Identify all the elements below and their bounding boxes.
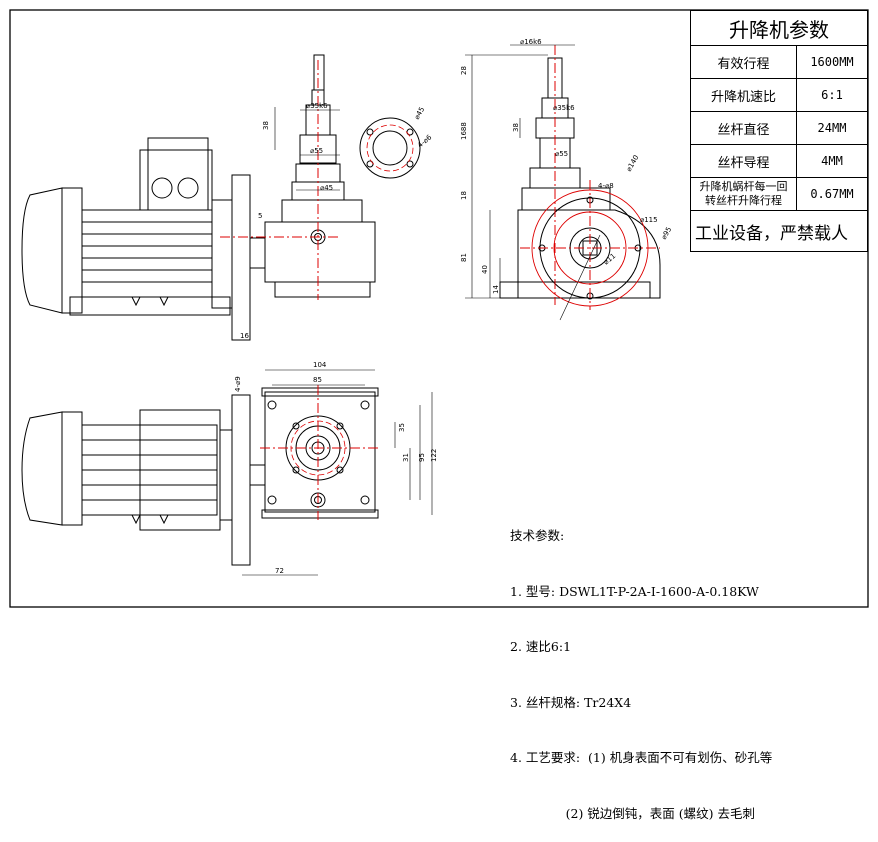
tech-line-process-2: (2) 锐边倒钝，表面 (螺纹) 去毛刺	[510, 805, 756, 821]
dim-h5: 5	[258, 212, 262, 220]
param-label-ratio: 升降机速比	[690, 78, 797, 112]
dim-h38-b: 38	[512, 123, 520, 132]
param-value-stroke: 1600MM	[796, 45, 868, 79]
param-label-lead: 丝杆导程	[690, 144, 797, 178]
dim-h31: 31	[402, 453, 410, 462]
table-title: 升降机参数	[690, 10, 868, 46]
flange-detail	[359, 117, 421, 179]
tech-line-ratio: 2. 速比6:1	[510, 639, 572, 654]
dim-w104: 104	[313, 361, 327, 369]
side-view-dims	[274, 107, 340, 191]
side-view-motor	[21, 54, 376, 341]
dim-flange-holes: 4-⌀6	[416, 133, 434, 150]
dim-d95: ⌀95	[660, 226, 673, 241]
tech-line-process-1: 4. 工艺要求: (1) 机身表面不可有划伤、砂孔等	[510, 750, 773, 765]
safety-note: 工业设备，严禁载人	[690, 210, 868, 252]
dim-h14: 14	[492, 285, 500, 294]
dim-holes9: 4-⌀9	[234, 376, 242, 392]
dim-d55-b: ⌀55	[555, 150, 568, 158]
dim-h28: 28	[460, 66, 468, 75]
front-view-dims	[465, 44, 601, 321]
dim-h122: 122	[430, 449, 438, 462]
param-value-ratio: 6:1	[796, 78, 868, 112]
tech-line-model: 1. 型号: DSWL1T-P-2A-I-1600-A-0.18KW	[510, 583, 759, 599]
dim-flange-d45: ⌀45	[413, 106, 426, 121]
param-label-stroke: 有效行程	[690, 45, 797, 79]
drawing-border	[9, 9, 869, 608]
param-value-diameter: 24MM	[796, 111, 868, 145]
top-view	[21, 387, 379, 566]
front-view	[499, 57, 661, 300]
dim-h81: 81	[460, 253, 468, 262]
dim-d55-a: ⌀55	[310, 147, 323, 155]
dim-holes4: 4-⌀8	[598, 182, 614, 190]
dim-d115: ⌀115	[640, 216, 658, 224]
param-label-diameter: 丝杆直径	[690, 111, 797, 145]
dim-d16k6: ⌀16k6	[520, 38, 542, 46]
param-value-lead: 4MM	[796, 144, 868, 178]
dim-h16: 16	[240, 332, 249, 340]
dim-h95: 95	[418, 453, 426, 462]
dim-d140: ⌀140	[625, 154, 641, 173]
dim-h38-a: 38	[262, 121, 270, 130]
dim-h18: 18	[460, 191, 468, 200]
dim-w85: 85	[313, 376, 322, 384]
param-label-travel: 升降机蜗杆每一回 转丝杆升降行程	[690, 177, 797, 211]
tech-heading: 技术参数:	[510, 528, 565, 543]
parameter-table: 升降机参数 有效行程 1600MM 升降机速比 6:1 丝杆直径 24MM 丝杆…	[690, 10, 868, 252]
dim-h35: 35	[398, 423, 406, 432]
dim-h1688: 1688	[460, 122, 468, 140]
dim-d35k6-a: ⌀35k6	[306, 102, 328, 110]
dim-w72: 72	[275, 567, 284, 575]
dim-d35k6-b: ⌀35k6	[553, 104, 575, 112]
top-view-dims	[242, 369, 433, 576]
dim-h40: 40	[481, 265, 489, 274]
dim-d45-a: ⌀45	[320, 184, 333, 192]
tech-line-screw: 3. 丝杆规格: Tr24X4	[510, 694, 632, 710]
dim-d11: ⌀11	[602, 252, 617, 267]
drawing-canvas: ⌀35k6 ⌀55 ⌀45 38 5 16 ⌀45 4-⌀6	[9, 9, 869, 608]
technical-parameters: 技术参数: 1. 型号: DSWL1T-P-2A-I-1600-A-0.18KW…	[510, 490, 772, 842]
param-value-travel: 0.67MM	[796, 177, 868, 211]
